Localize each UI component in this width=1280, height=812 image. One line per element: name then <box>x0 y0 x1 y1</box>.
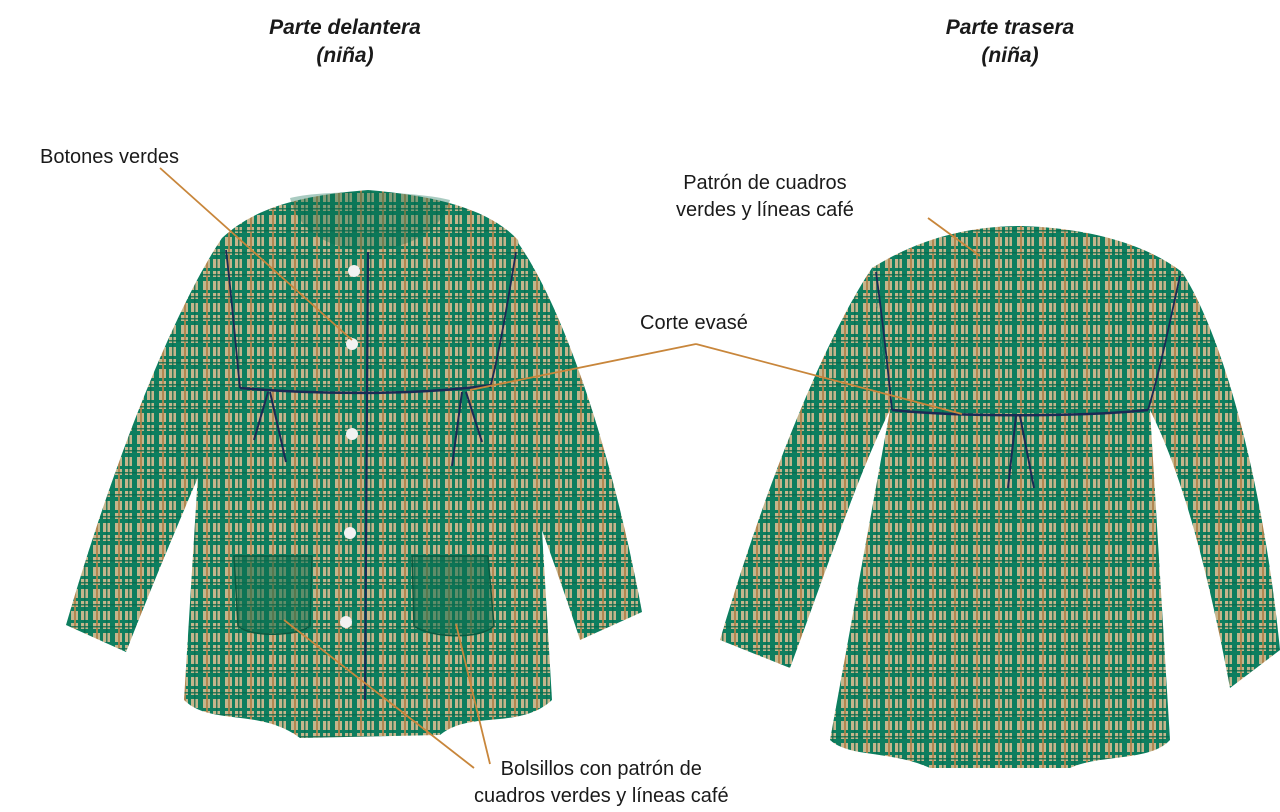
front-right-pocket <box>411 555 495 637</box>
back-waist-seam <box>891 408 1149 417</box>
pattern-label: Patrón de cuadros verdes y líneas café <box>676 170 854 224</box>
pattern-label-line1: Patrón de cuadros <box>683 172 847 194</box>
front-button-5 <box>340 616 352 628</box>
leader-buttons <box>159 167 353 341</box>
leader-cut-front <box>469 343 697 391</box>
leader-pocket-left <box>283 619 475 769</box>
front-dart-right <box>451 391 483 467</box>
back-title-line2: (niña) <box>981 44 1039 67</box>
pockets-label: Bolsillos con patrón de cuadros verdes y… <box>474 756 729 810</box>
pattern-label-line2: verdes y líneas café <box>676 199 854 221</box>
leader-cut-back <box>695 343 963 415</box>
cut-label: Corte evasé <box>640 312 748 334</box>
pockets-label-line2: cuadros verdes y líneas café <box>474 785 729 807</box>
front-right-armhole-seam <box>489 251 517 389</box>
front-button-4 <box>344 527 356 539</box>
buttons-label: Botones verdes <box>40 146 179 168</box>
front-button-2 <box>346 338 358 350</box>
front-title-line1: Parte delantera <box>269 16 421 39</box>
leader-pattern <box>927 217 981 257</box>
pockets-label-line1: Bolsillos con patrón de <box>500 758 702 780</box>
front-dart-left <box>253 391 287 463</box>
back-left-armhole-seam <box>875 271 893 411</box>
front-left-sleeve <box>66 238 240 652</box>
back-right-armhole-seam <box>1147 275 1181 411</box>
front-waist-seam <box>239 383 493 395</box>
front-collar <box>290 192 450 250</box>
back-garment <box>720 226 1280 768</box>
front-garment <box>66 190 642 738</box>
leader-pocket-right <box>455 623 491 765</box>
back-title-line1: Parte trasera <box>945 16 1075 39</box>
front-button-1 <box>348 265 360 277</box>
front-placket-line <box>363 251 370 701</box>
back-view-title: Parte trasera (niña) <box>890 14 1130 70</box>
front-left-armhole-seam <box>225 249 241 389</box>
front-view-title: Parte delantera (niña) <box>225 14 465 70</box>
back-center-dart <box>1007 415 1035 489</box>
back-body <box>830 226 1182 768</box>
leader-lines <box>159 167 981 769</box>
front-title-line2: (niña) <box>316 44 374 67</box>
back-left-sleeve <box>720 268 890 668</box>
front-button-3 <box>346 428 358 440</box>
front-left-pocket <box>233 555 313 635</box>
back-right-sleeve <box>1150 272 1280 688</box>
